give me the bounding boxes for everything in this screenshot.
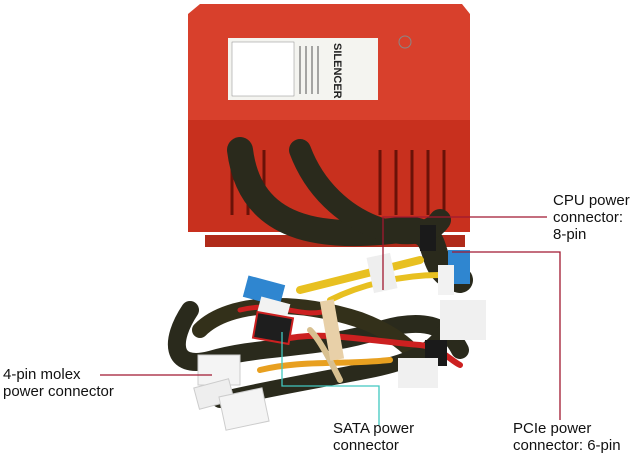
molex-connector-label: 4-pin molex power connector [3, 366, 114, 400]
connectors [193, 225, 486, 431]
pcie-connector-label: PCIe power connector: 6-pin [513, 420, 621, 454]
pcie-leader-line [452, 251, 561, 420]
sata-connector-label: SATA power connector [333, 420, 415, 454]
brand-label-text: SILENCER [331, 43, 343, 99]
cpu-leader-line [382, 216, 547, 290]
psu-label-sticker: SILENCER [228, 35, 412, 100]
sata-leader-line [281, 332, 380, 425]
cpu-connector-label: CPU power connector: 8-pin [553, 192, 630, 243]
